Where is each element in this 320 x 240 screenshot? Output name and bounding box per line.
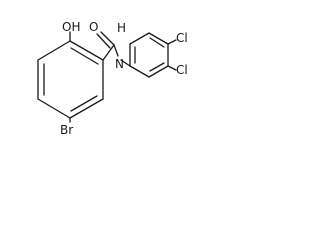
carbonyl-oxygen-label: O (89, 20, 98, 34)
chlorine-meta-label: Cl (176, 63, 188, 77)
hydroxyl-label: OH (62, 20, 80, 34)
chlorine-para-label: Cl (176, 31, 188, 45)
amide-nitrogen-label: N (115, 57, 124, 71)
molecule-structure: OH O H N Br Cl Cl (37, 20, 188, 137)
salicyl-ring (37, 40, 104, 119)
aryl-ring (129, 32, 169, 78)
bromine-label: Br (60, 123, 73, 137)
substituent-bonds (69, 31, 177, 123)
amide-hydrogen-label: H (117, 21, 126, 35)
